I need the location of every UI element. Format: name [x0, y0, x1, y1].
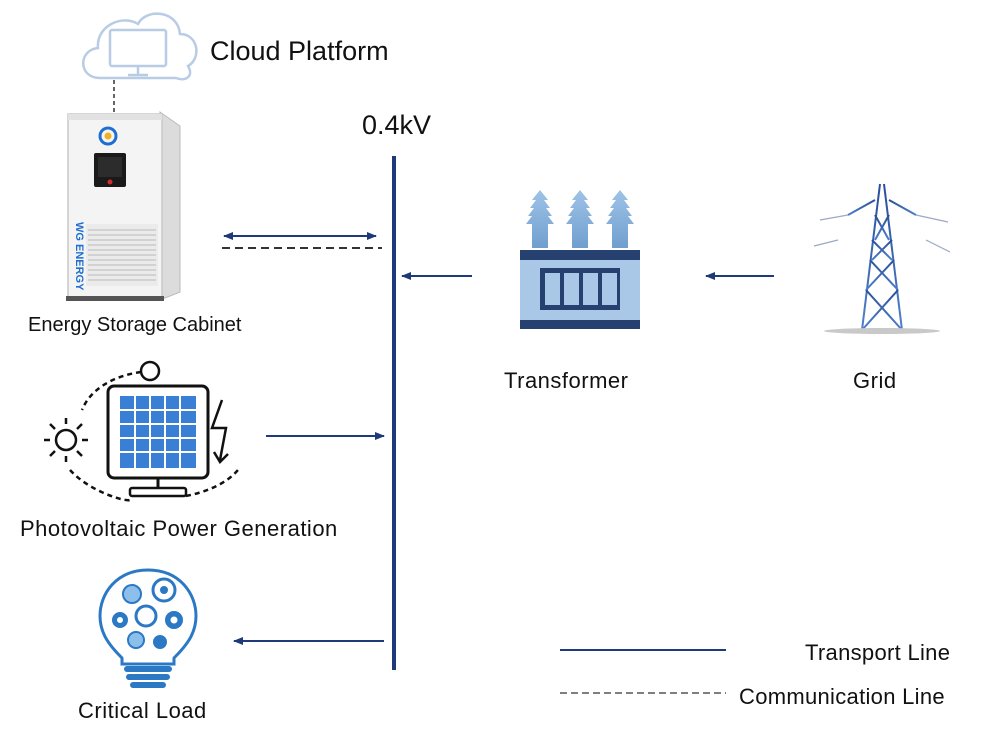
bus-voltage-label: 0.4kV — [362, 110, 432, 140]
cloud-platform-label: Cloud Platform — [210, 36, 389, 66]
energy-storage-label: Energy Storage Cabinet — [28, 314, 242, 336]
lightbulb-gears-icon — [98, 568, 198, 688]
svg-text:WG ENERGY: WG ENERGY — [73, 222, 85, 291]
grid-label: Grid — [853, 368, 897, 393]
legend-transport-label: Transport Line — [805, 640, 951, 665]
transmission-tower-icon — [813, 183, 951, 334]
critical-load-label: Critical Load — [78, 698, 207, 723]
solar-panel-icon — [44, 360, 239, 502]
transformer-label: Transformer — [504, 368, 629, 393]
transformer-icon — [520, 190, 640, 329]
energy-storage-cabinet-icon: WG ENERGY — [66, 111, 181, 301]
photovoltaic-label: Photovoltaic Power Generation — [20, 516, 338, 541]
legend-communication-label: Communication Line — [739, 684, 945, 709]
cloud-monitor-icon — [82, 12, 198, 81]
